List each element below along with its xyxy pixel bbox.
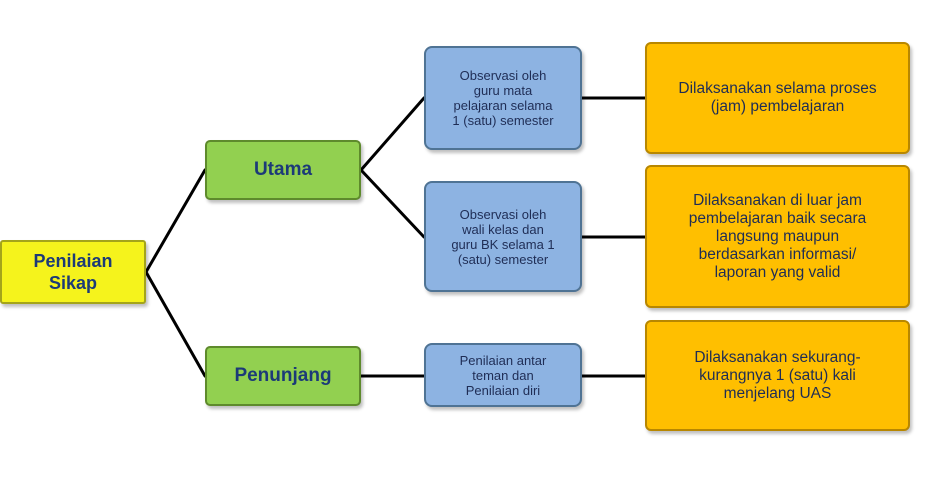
connector-root-penunjang xyxy=(144,270,207,378)
detail-node-method-3: Dilaksanakan sekurang- kurangnya 1 (satu… xyxy=(645,320,910,431)
connector-utama-method-1 xyxy=(359,96,426,172)
method-node-label: Observasi oleh wali kelas dan guru BK se… xyxy=(451,206,555,267)
branch-node-utama: Utama xyxy=(205,140,361,200)
connector-root-utama xyxy=(144,168,207,274)
root-node-label: Penilaian Sikap xyxy=(33,251,113,293)
detail-node-text: Dilaksanakan sekurang- kurangnya 1 (satu… xyxy=(694,348,861,402)
connector-utama-method-2 xyxy=(359,168,426,239)
method-node-penilaian-teman-diri: Penilaian antar teman dan Penilaian diri xyxy=(424,343,582,407)
detail-node-text: Dilaksanakan di luar jam pembelajaran ba… xyxy=(688,191,867,281)
method-node-label: Observasi oleh guru mata pelajaran selam… xyxy=(452,68,554,128)
detail-node-method-1: Dilaksanakan selama proses (jam) pembela… xyxy=(645,42,910,154)
method-node-observasi-wali-kelas: Observasi oleh wali kelas dan guru BK se… xyxy=(424,181,582,292)
method-node-observasi-guru-mapel: Observasi oleh guru mata pelajaran selam… xyxy=(424,46,582,150)
branch-node-label: Penunjang xyxy=(234,365,332,386)
branch-node-penunjang: Penunjang xyxy=(205,346,361,406)
method-node-label: Penilaian antar teman dan Penilaian diri xyxy=(459,352,547,398)
detail-node-text: Dilaksanakan selama proses (jam) pembela… xyxy=(678,80,877,115)
branch-node-label: Utama xyxy=(253,159,313,180)
detail-node-method-2: Dilaksanakan di luar jam pembelajaran ba… xyxy=(645,165,910,308)
root-node-penilaian-sikap: Penilaian Sikap xyxy=(0,240,146,304)
